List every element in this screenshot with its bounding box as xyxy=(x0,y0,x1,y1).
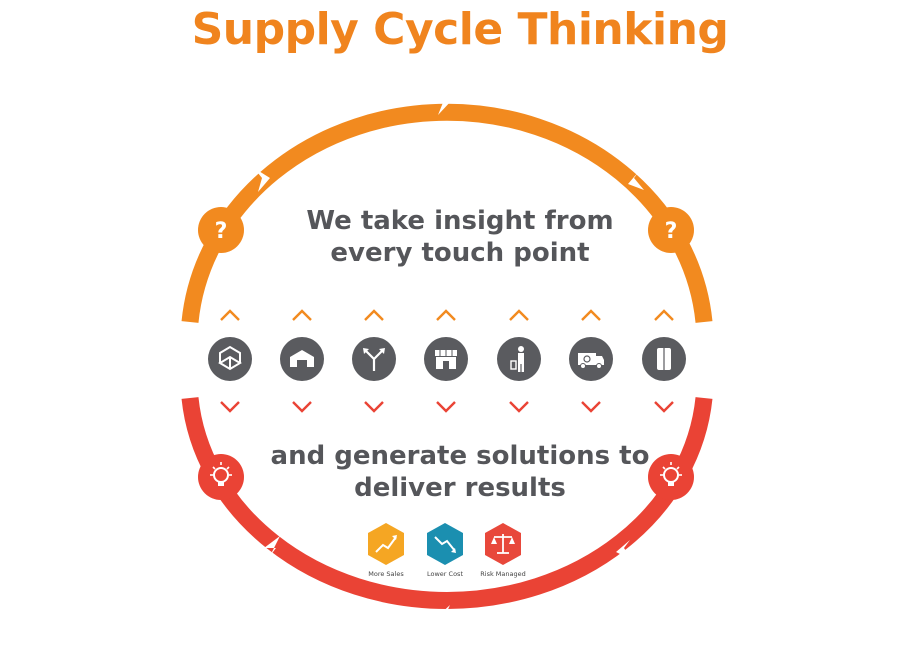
svg-text:?: ? xyxy=(665,219,678,244)
scales-icon xyxy=(485,523,521,565)
insight-text: We take insight from every touch point xyxy=(230,205,690,269)
solutions-text: and generate solutions to deliver result… xyxy=(250,440,670,504)
lightbulb-icon xyxy=(648,454,694,500)
result-label: Risk Managed xyxy=(480,570,526,578)
decline-chart-icon xyxy=(427,523,463,565)
page-title: Supply Cycle Thinking xyxy=(191,4,729,55)
lightbulb-icon xyxy=(198,454,244,500)
arc-arrows xyxy=(254,85,644,632)
question-badge-left: ? xyxy=(198,207,244,253)
insight-line-1: We take insight from xyxy=(306,206,614,236)
result-label: More Sales xyxy=(368,570,404,578)
svg-text:?: ? xyxy=(215,219,228,244)
growth-chart-icon xyxy=(368,523,404,565)
solutions-line-1: and generate solutions to xyxy=(270,441,650,471)
insight-line-2: every touch point xyxy=(330,238,590,268)
result-label: Lower Cost xyxy=(427,570,463,578)
question-badge-right: ? xyxy=(648,207,694,253)
solutions-line-2: deliver results xyxy=(354,473,566,503)
